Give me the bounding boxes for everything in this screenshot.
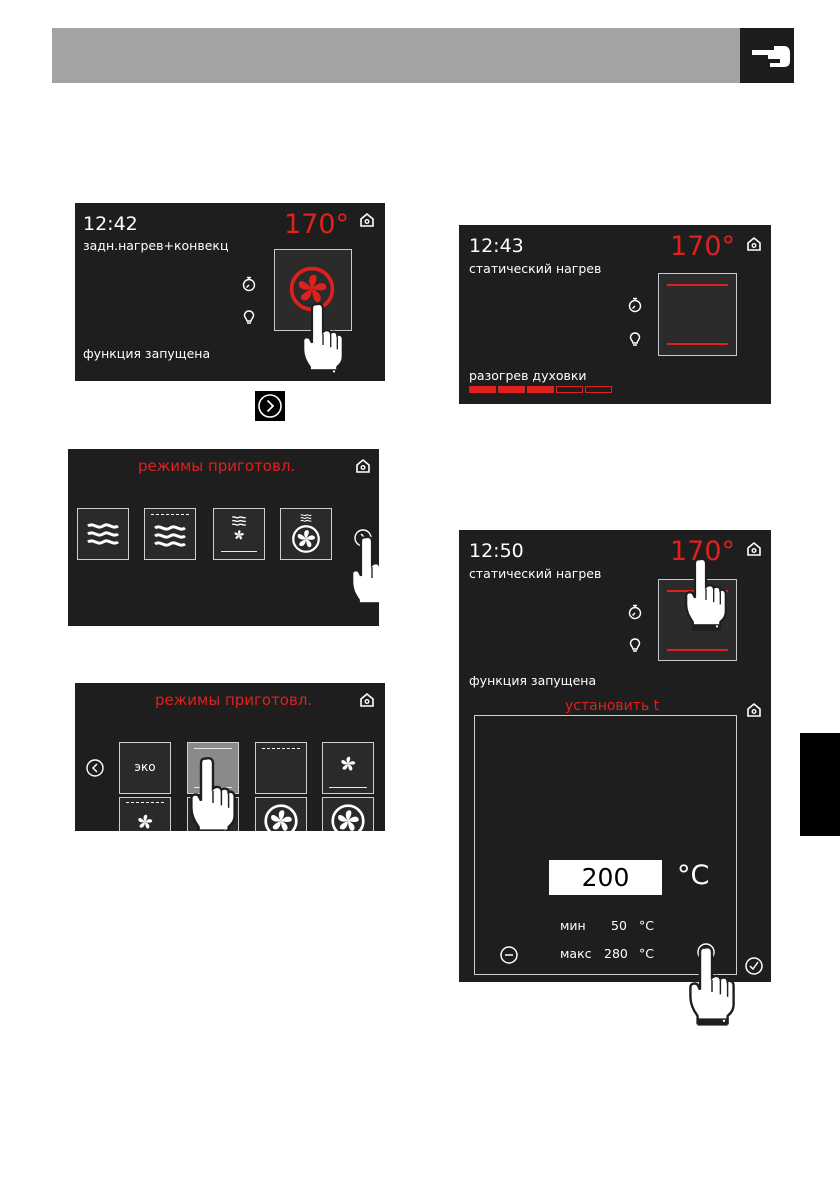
screen-title: режимы приготовл. <box>155 691 313 709</box>
status-text: функция запущена <box>469 673 597 688</box>
progress-segment <box>498 386 525 393</box>
waves-icon <box>150 516 190 556</box>
mode-tile-bottom-heat[interactable] <box>77 508 129 560</box>
fan-icon <box>291 524 321 554</box>
temp-value-field[interactable]: 200 <box>549 860 662 895</box>
waves-icon <box>83 514 123 554</box>
fan-icon <box>263 803 299 831</box>
status-text: функция запущена <box>83 346 211 361</box>
light-icon[interactable] <box>627 637 643 653</box>
next-button[interactable] <box>255 391 285 421</box>
function-box[interactable] <box>658 273 737 356</box>
temp-unit: °C <box>677 860 710 891</box>
timer-icon[interactable] <box>627 297 643 313</box>
status-text: разогрев духовки <box>469 368 587 383</box>
max-value: 280 <box>604 946 628 961</box>
screen-title: установить t <box>565 698 660 714</box>
temp-frame <box>474 715 737 975</box>
minus-icon[interactable] <box>499 945 519 965</box>
mode-tile-eco[interactable]: эко <box>119 742 171 794</box>
mode-tile-fan-ring-2[interactable] <box>322 797 374 831</box>
temperature-display[interactable]: 170° <box>284 209 350 240</box>
min-value: 50 <box>611 918 627 933</box>
hand-pointer-icon <box>688 944 736 1028</box>
pointing-hand-icon <box>740 28 794 83</box>
chevron-right-icon <box>258 394 282 418</box>
fan-icon <box>231 527 247 543</box>
mode-label: статический нагрев <box>469 566 602 581</box>
mode-label: статический нагрев <box>469 261 602 276</box>
mode-tile-top-bottom-heat[interactable] <box>144 508 196 560</box>
screen-running: 12:50 статический нагрев 170° функция за… <box>459 530 771 709</box>
hand-pointer-icon <box>189 755 237 831</box>
hand-pointer-icon <box>301 301 345 378</box>
screen-modes-1: режимы приготовл. <box>68 449 379 626</box>
home-icon[interactable] <box>746 236 762 252</box>
clock: 12:50 <box>469 540 524 562</box>
home-icon[interactable] <box>355 458 371 474</box>
waves-icon <box>296 511 316 525</box>
timer-icon[interactable] <box>241 276 257 292</box>
eco-label: эко <box>134 760 156 774</box>
light-icon[interactable] <box>627 331 643 347</box>
home-icon[interactable] <box>359 692 375 708</box>
progress-segment <box>469 386 496 393</box>
min-unit: °C <box>639 918 654 933</box>
progress-segment <box>527 386 554 393</box>
hand-pointer-icon <box>684 556 728 633</box>
clock: 12:43 <box>469 235 524 257</box>
side-tab <box>800 733 840 836</box>
mode-tile-fan-ring[interactable] <box>255 797 307 831</box>
mode-tile-fan-bottom[interactable] <box>322 742 374 794</box>
home-icon[interactable] <box>359 212 375 228</box>
screen-preheat: 12:43 статический нагрев 170° разогрев д… <box>459 225 771 404</box>
mode-label: задн.нагрев+конвекц <box>83 238 229 253</box>
fan-icon <box>336 752 360 776</box>
hand-pointer-icon <box>350 534 379 611</box>
mode-tile-fan-top[interactable] <box>119 797 171 831</box>
light-icon[interactable] <box>241 309 257 325</box>
fan-icon <box>133 810 157 831</box>
check-icon[interactable] <box>744 956 764 976</box>
max-unit: °C <box>639 946 654 961</box>
timer-icon[interactable] <box>627 604 643 620</box>
fan-icon <box>330 803 366 831</box>
screen-modes-2: режимы приготовл. эко <box>75 683 385 831</box>
screen-convection: 12:42 задн.нагрев+конвекц 170° функция з… <box>75 203 385 381</box>
max-label: макс <box>560 946 592 961</box>
home-icon[interactable] <box>746 541 762 557</box>
screen-title: режимы приготовл. <box>138 457 296 475</box>
mode-tile-convection[interactable] <box>280 508 332 560</box>
home-icon[interactable] <box>746 702 762 718</box>
set-temp-screen-final: установить t 200 °C мин 50 °C макс 280 °… <box>459 693 771 982</box>
clock: 12:42 <box>83 213 138 235</box>
mode-tile-top-heat[interactable] <box>255 742 307 794</box>
progress-segment <box>585 386 612 393</box>
progress-segment <box>556 386 583 393</box>
min-label: мин <box>560 918 586 933</box>
header-bar <box>52 28 794 83</box>
chevron-left-icon[interactable] <box>85 758 105 778</box>
temp-value: 200 <box>581 863 630 892</box>
mode-tile-grill[interactable] <box>213 508 265 560</box>
temperature-display[interactable]: 170° <box>670 231 736 262</box>
